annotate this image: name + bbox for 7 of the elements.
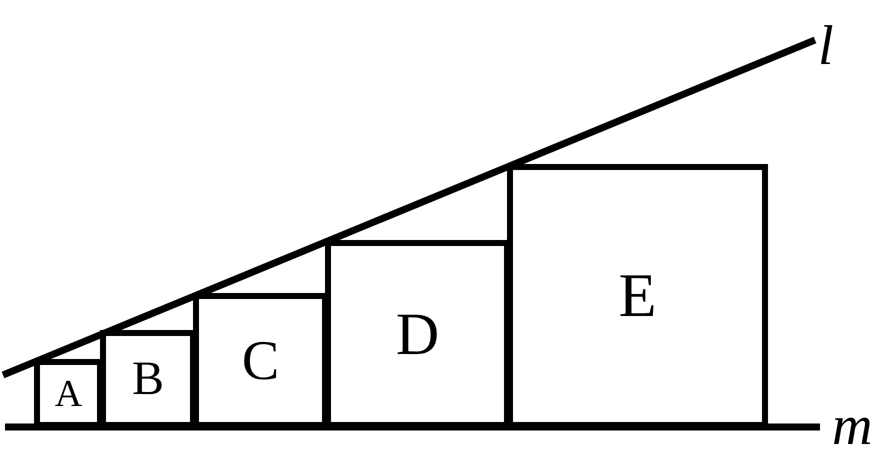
square-label: E [618,265,656,327]
square-label: A [54,374,82,412]
line-label: l [818,18,834,74]
line-label: m [832,398,872,454]
square-label: B [132,355,164,403]
square-label: C [242,332,280,388]
square-label: D [396,304,440,364]
